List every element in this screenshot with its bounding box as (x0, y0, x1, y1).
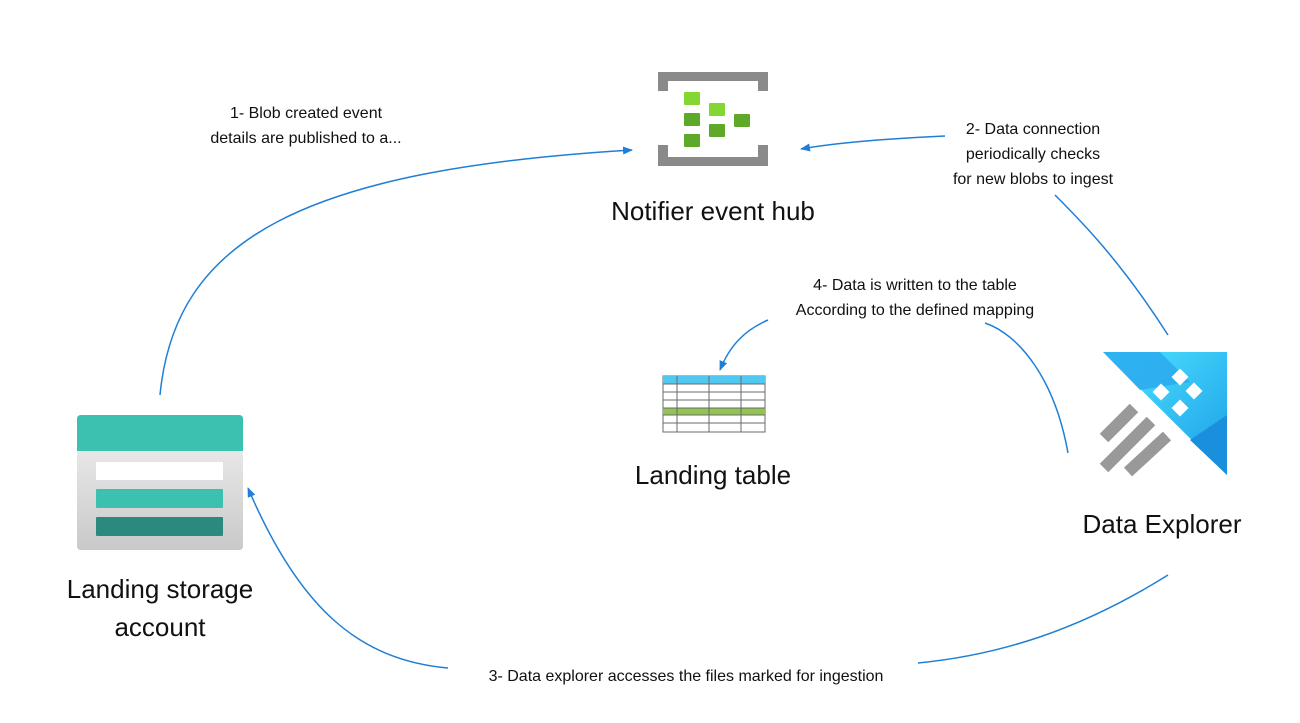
data-explorer-label-text: Data Explorer (1082, 509, 1242, 539)
step2-label-line2: periodically checks (965, 146, 1101, 163)
arrow-explorer-to-eventhub (1054, 194, 1169, 336)
step4-label: 4- Data is written to the table Accordin… (745, 273, 1085, 323)
data-explorer-label: Data Explorer (1050, 505, 1274, 543)
step1-label-line1: 1- Blob created event (229, 105, 383, 122)
storage-account-label-line1: Landing storage (66, 574, 254, 604)
step2-label: 2- Data connection periodically checks f… (900, 117, 1166, 192)
step3-label-line1: 3- Data explorer accesses the files mark… (488, 668, 884, 685)
arrow-explorer-to-table-head (719, 319, 769, 371)
arrow-explorer-to-eventhub-head (800, 135, 946, 152)
storage-account-label-line2: account (114, 612, 206, 642)
landing-table-label-text: Landing table (634, 460, 792, 490)
step2-label-line3: for new blobs to ingest (952, 171, 1114, 188)
step1-label: 1- Blob created event details are publis… (166, 101, 446, 151)
event-hub-label-text: Notifier event hub (611, 196, 815, 226)
arrow-storage-to-eventhub (159, 146, 633, 396)
table-icon (662, 375, 766, 433)
arrow-explorer-to-storage (917, 574, 1169, 664)
event-hub-icon (658, 72, 768, 166)
arrow-explorer-to-table (984, 322, 1069, 454)
step4-label-line1: 4- Data is written to the table (813, 277, 1017, 294)
storage-account-icon (77, 415, 243, 550)
step2-label-line1: 2- Data connection (965, 121, 1101, 138)
landing-table-label: Landing table (593, 456, 833, 494)
step4-label-line2: According to the defined mapping (795, 302, 1035, 319)
step1-label-line2: details are published to a... (210, 130, 402, 147)
data-explorer-icon (1099, 352, 1227, 477)
storage-account-label: Landing storage account (30, 570, 290, 646)
arrow-explorer-to-storage-head (247, 487, 449, 669)
step3-label: 3- Data explorer accesses the files mark… (400, 664, 972, 689)
event-hub-label: Notifier event hub (555, 192, 871, 230)
